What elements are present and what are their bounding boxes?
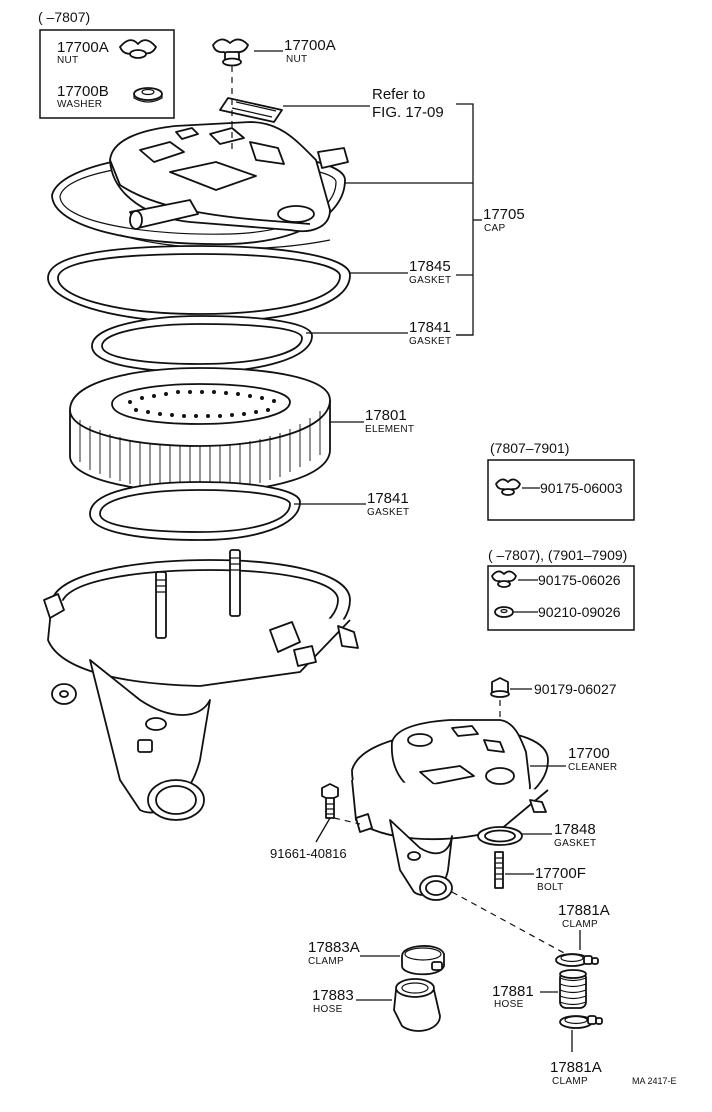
top-box-frame: [39, 29, 175, 119]
wing-nut-small-icon: [495, 478, 521, 496]
bolt-91661-icon: [321, 783, 339, 819]
cleaner-number: 17700: [568, 745, 610, 762]
nut-90179-number: 90179-06027: [534, 681, 617, 697]
gasket-17845-name: GASKET: [409, 275, 451, 286]
bolt-17700f-number: 17700F: [535, 865, 586, 882]
box-7807-7909-part2: 90210-09026: [538, 604, 621, 620]
hose-17883-name: HOSE: [313, 1004, 343, 1015]
gasket-17841-lower-number: 17841: [367, 490, 409, 507]
refer-fig-label: FIG. 17-09: [372, 104, 444, 121]
gasket-17841-upper-name: GASKET: [409, 336, 451, 347]
washer-icon: [133, 87, 163, 103]
box-7807-7909-range: ( –7807), (7901–7909): [488, 547, 627, 563]
gasket-17841-upper-drawing: [91, 315, 313, 373]
nut-name: NUT: [286, 54, 307, 65]
element-name: ELEMENT: [365, 424, 414, 435]
wing-nut-icon: [119, 39, 157, 59]
bolt-17700f-name: BOLT: [537, 882, 564, 893]
bolt-91661-number: 91661-40816: [270, 846, 347, 861]
top-box-nut-number: 17700A: [57, 39, 109, 56]
wing-nut-small-icon: [491, 570, 517, 588]
hose-17881-icon: [559, 969, 587, 1009]
hose-17883-icon: [393, 978, 441, 1032]
nut-90179-icon: [490, 677, 510, 698]
gasket-17848-name: GASKET: [554, 838, 596, 849]
gasket-17841-lower-name: GASKET: [367, 507, 409, 518]
box-7807-7901-range: (7807–7901): [490, 440, 569, 456]
wing-nut-17700a-icon: [212, 38, 249, 67]
gasket-17848-number: 17848: [554, 821, 596, 838]
clamp-17881a-upper-icon: [555, 953, 599, 967]
clamp-17881a-lower-icon: [559, 1015, 603, 1029]
box-7807-7909-frame: [487, 565, 635, 631]
clamp-17883a-name: CLAMP: [308, 956, 344, 967]
hose-17883-number: 17883: [312, 987, 354, 1004]
clamp-17883a-icon: [401, 945, 445, 976]
top-box-nut-name: NUT: [57, 55, 78, 66]
washer-small-icon: [494, 606, 514, 618]
cleaner-17700-drawing: [351, 719, 549, 901]
box-7807-7901-part: 90175-06003: [540, 480, 623, 496]
air-cleaner-housing-drawing: [43, 549, 359, 821]
cap-number: 17705: [483, 206, 525, 223]
clamp-17881a-upper-name: CLAMP: [562, 919, 598, 930]
gasket-17841-lower-drawing: [89, 481, 301, 541]
figure-reference: MA 2417-E: [632, 1076, 677, 1086]
clamp-17883a-number: 17883A: [308, 939, 360, 956]
cap-bracket: [456, 103, 474, 336]
gasket-17848-icon: [477, 826, 523, 846]
nut-number: 17700A: [284, 37, 336, 54]
gasket-17841-upper-number: 17841: [409, 319, 451, 336]
leader-bolt-91661: [315, 817, 331, 843]
top-box-washer-number: 17700B: [57, 83, 109, 100]
cap-name: CAP: [484, 223, 505, 234]
box-7807-7909-part1: 90175-06026: [538, 572, 621, 588]
element-number: 17801: [365, 407, 407, 424]
refer-to-label: Refer to: [372, 86, 425, 103]
gasket-17845-drawing: [47, 245, 351, 323]
cleaner-name: CLEANER: [568, 762, 617, 773]
clamp-17881a-lower-number: 17881A: [550, 1059, 602, 1076]
box-7807-7901-frame: [487, 459, 635, 521]
cap-17705-drawing: [51, 121, 349, 250]
hose-17881-name: HOSE: [494, 999, 524, 1010]
hose-17881-number: 17881: [492, 983, 534, 1000]
top-box-range: ( –7807): [38, 9, 90, 25]
clamp-17881a-upper-number: 17881A: [558, 902, 610, 919]
element-17801-drawing: [69, 367, 331, 493]
stud-bolt-17700f-icon: [494, 851, 504, 889]
clamp-17881a-lower-name: CLAMP: [552, 1076, 588, 1087]
gasket-17845-number: 17845: [409, 258, 451, 275]
top-box-washer-name: WASHER: [57, 99, 102, 110]
